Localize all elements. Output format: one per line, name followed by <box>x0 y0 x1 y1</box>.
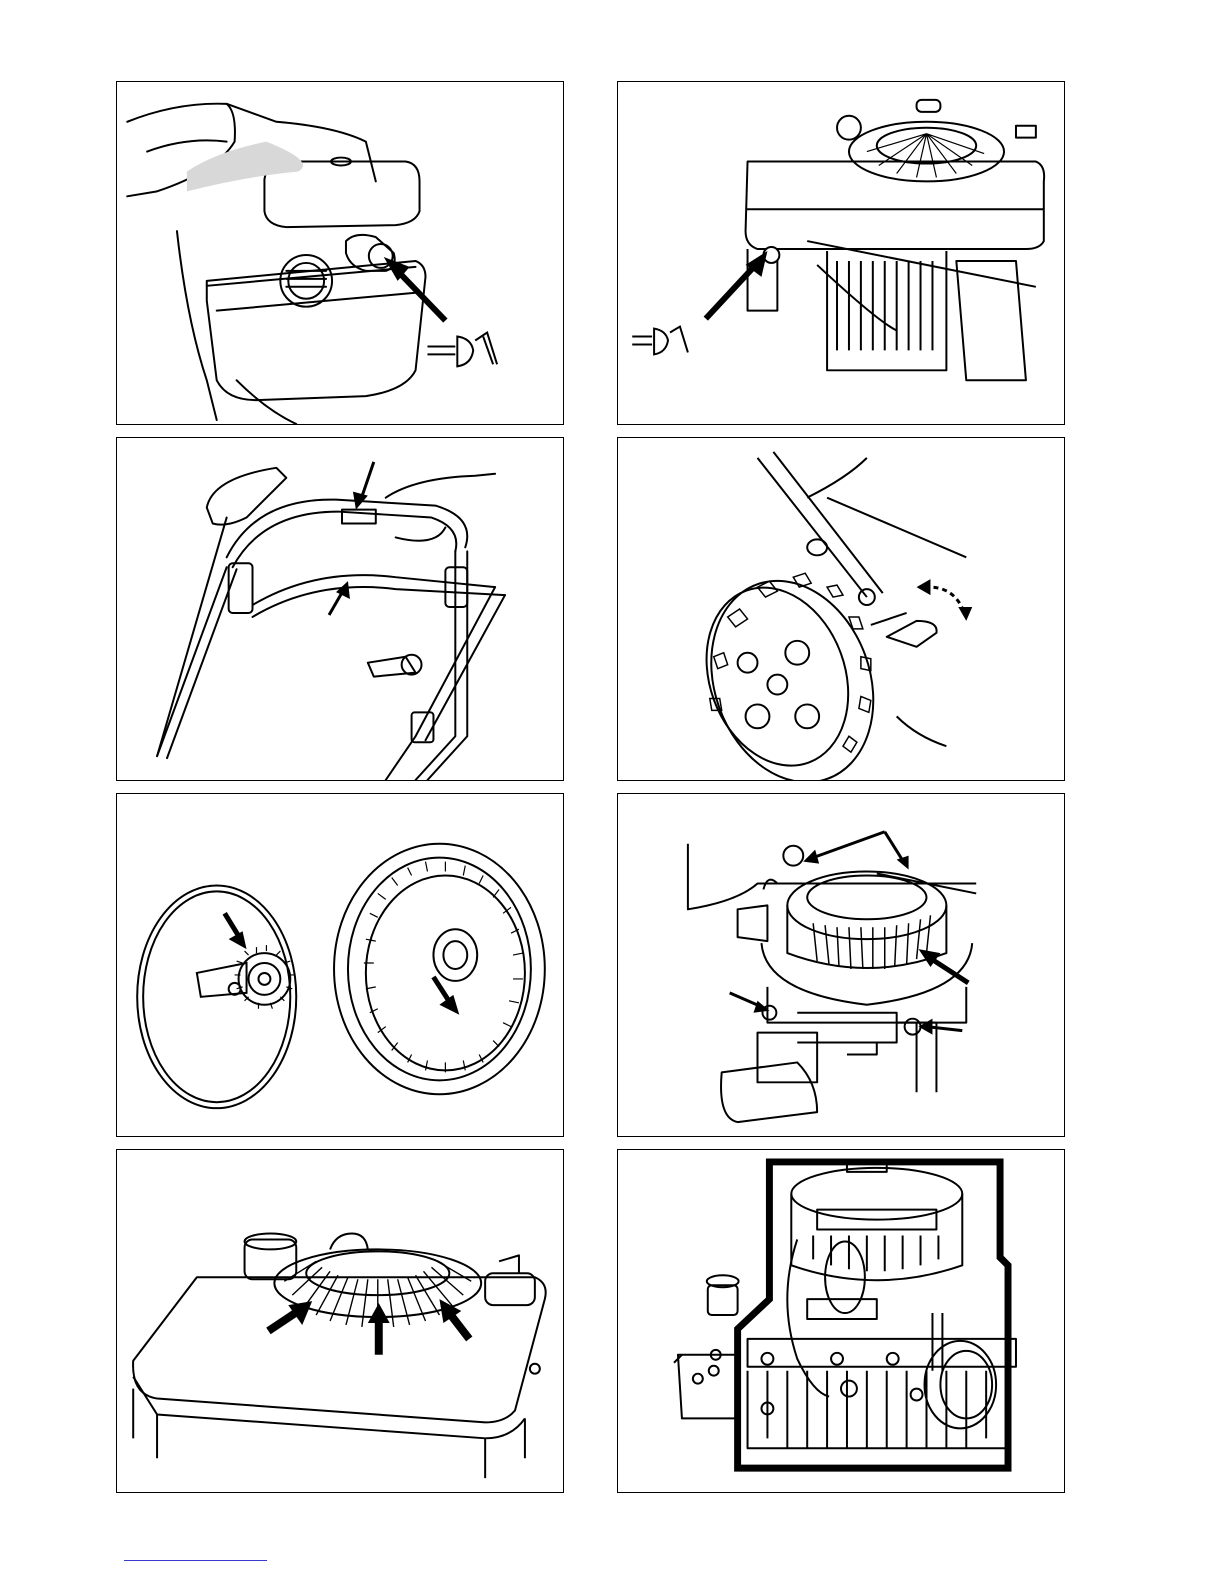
arrow-icon <box>433 977 459 1015</box>
figure-4-wheel-lever <box>617 437 1065 781</box>
illustration-wheel-gear <box>117 794 563 1136</box>
figure-8-engine-shroud <box>617 1149 1065 1493</box>
double-arrow-icon <box>917 579 973 621</box>
illustration-wheel-lever <box>618 438 1064 780</box>
press-hand-icon <box>632 327 688 355</box>
illustration-fuel-tank <box>117 82 563 424</box>
arrow-icon <box>919 1019 963 1035</box>
illustration-engine-shroud <box>618 1150 1064 1492</box>
arrow-icon <box>803 832 908 870</box>
arrow-icon <box>730 993 770 1013</box>
figure-6-starter-housing <box>617 793 1065 1137</box>
press-hand-icon <box>427 333 497 367</box>
arrow-icon <box>706 251 768 319</box>
illustration-handle-bar <box>117 438 563 780</box>
arrow-icon <box>268 1301 312 1331</box>
figure-1-fuel-tank <box>116 81 564 425</box>
figure-3-handle-bar <box>116 437 564 781</box>
arrow-icon <box>225 913 247 949</box>
arrow-icon <box>329 581 350 615</box>
arrow-icon <box>368 1303 390 1355</box>
illustration-engine-cover <box>117 1150 563 1492</box>
illustration-starter-housing <box>618 794 1064 1136</box>
illustration-engine-primer <box>618 82 1064 424</box>
figure-2-engine-primer <box>617 81 1065 425</box>
figure-7-engine-cover <box>116 1149 564 1493</box>
figure-5-wheel-gear <box>116 793 564 1137</box>
footer-rule <box>124 1560 267 1561</box>
